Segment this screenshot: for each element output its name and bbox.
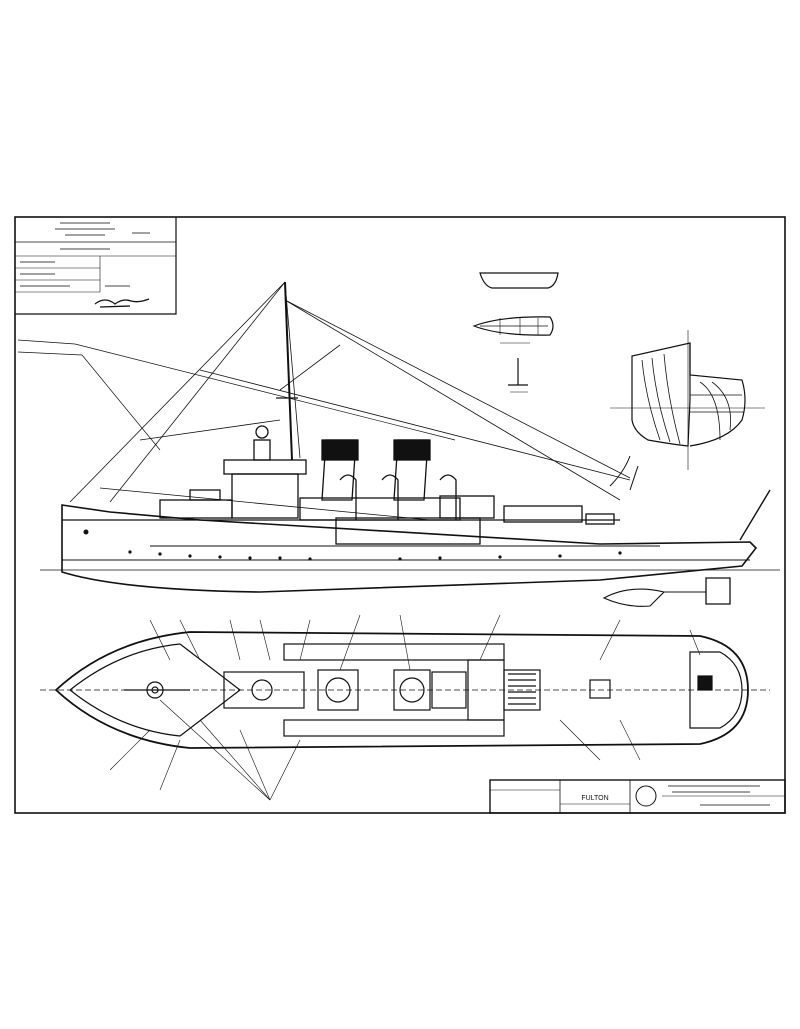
body-section	[610, 330, 765, 470]
spec-leaders	[17, 339, 456, 451]
deck-plan	[40, 614, 770, 801]
hull-side	[61, 504, 758, 593]
boat-details	[472, 272, 559, 393]
drawing-border	[14, 216, 786, 814]
vessel-name: FULTON	[581, 795, 608, 802]
spec-block	[15, 217, 177, 315]
side-elevation	[40, 281, 780, 607]
title-block: FULTON	[489, 779, 786, 814]
